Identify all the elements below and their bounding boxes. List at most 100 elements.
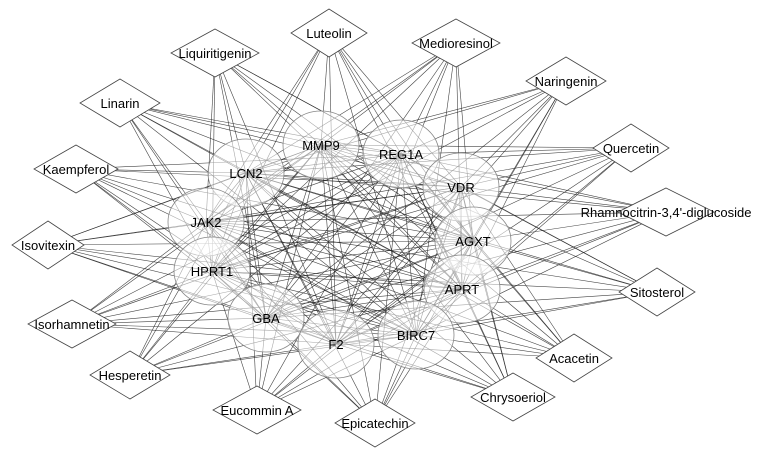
target-node: MMP9 [282, 110, 360, 180]
compound-node-label: Linarin [100, 96, 139, 111]
compound-node-shape [334, 398, 416, 448]
compound-node-shape [89, 350, 171, 400]
compound-node: Naringenin [525, 56, 607, 106]
edge [47, 244, 463, 290]
compound-node: Hesperetin [89, 350, 171, 400]
compound-node: Acacetin [535, 333, 613, 383]
target-node: LCN2 [207, 138, 285, 208]
compound-node-layer: LuteolinMedioresinolLiquiritigeninNaring… [11, 8, 752, 448]
target-node-shape [377, 300, 455, 370]
edge [211, 147, 632, 272]
target-node-label: JAK2 [190, 215, 221, 230]
edge [205, 221, 417, 336]
target-node: BIRC7 [377, 300, 455, 370]
edge [256, 153, 402, 411]
edge [119, 102, 463, 290]
compound-node-shape [33, 144, 119, 194]
compound-node-label: Medioresinol [419, 36, 493, 51]
edge [47, 240, 474, 246]
compound-node-label: Quercetin [603, 141, 659, 156]
target-node-label: BIRC7 [397, 328, 435, 343]
target-node-label: GBA [252, 311, 280, 326]
compound-node-label: Luteolin [306, 26, 352, 41]
compound-node-label: Isovitexin [21, 238, 75, 253]
edge [245, 172, 376, 424]
target-node-shape [282, 110, 360, 180]
target-node-label: LCN2 [229, 166, 262, 181]
compound-node: Epicatechin [334, 398, 416, 448]
target-node-label: REG1A [379, 147, 423, 162]
target-node-label: HPRT1 [191, 264, 233, 279]
compound-node: Rhamnocitrin-3,4'-diglucoside [581, 187, 752, 237]
compound-node-shape [290, 8, 368, 58]
target-node-label: AGXT [455, 234, 490, 249]
compound-node: Chrysoeriol [470, 372, 556, 422]
compound-node-label: Sitosterol [630, 285, 684, 300]
edge [256, 186, 462, 411]
target-node-label: F2 [328, 337, 343, 352]
compound-node: Kaempferol [33, 144, 119, 194]
edge [214, 52, 337, 345]
compound-node-shape [170, 28, 260, 78]
edge [211, 186, 462, 272]
compound-node-shape [212, 385, 302, 435]
edge [320, 80, 567, 146]
compound-node-label: Epicatechin [341, 416, 408, 431]
compound-node-shape [470, 372, 556, 422]
compound-node-shape [411, 18, 501, 68]
compound-node: Isovitexin [11, 220, 85, 270]
target-node: GBA [227, 283, 305, 353]
compound-node: Medioresinol [411, 18, 501, 68]
target-node-shape [297, 309, 375, 379]
target-node-label: MMP9 [302, 138, 340, 153]
edge [71, 240, 474, 325]
compound-node-shape [525, 56, 607, 106]
compound-node-shape [592, 123, 670, 173]
edge [374, 153, 402, 424]
compound-node: Liquiritigenin [170, 28, 260, 78]
edge [211, 240, 474, 272]
compound-node-label: Naringenin [535, 74, 598, 89]
compound-node-label: Kaempferol [43, 162, 110, 177]
target-node: REG1A [362, 119, 440, 189]
compound-node: Eucommin A [212, 385, 302, 435]
edge [119, 102, 417, 336]
edge [205, 211, 667, 223]
compound-node-shape [79, 78, 161, 128]
edge [245, 172, 463, 290]
edge [205, 221, 463, 290]
compound-node: Luteolin [290, 8, 368, 58]
edge [245, 172, 417, 336]
compound-node-shape [11, 220, 85, 270]
edge [265, 186, 462, 319]
edge [256, 144, 322, 411]
target-node-shape [423, 254, 501, 324]
target-node: F2 [297, 309, 375, 379]
compound-node-shape [617, 187, 715, 237]
compound-node-label: Hesperetin [99, 368, 162, 383]
compound-node: Sitosterol [618, 267, 696, 317]
edge [320, 144, 514, 398]
target-node-label: VDR [447, 180, 474, 195]
edge [205, 186, 462, 223]
compound-node-label: Isorhamnetin [34, 317, 109, 332]
edge [320, 144, 376, 424]
target-node: HPRT1 [173, 236, 251, 306]
target-node: APRT [423, 254, 501, 324]
compound-node-label: Rhamnocitrin-3,4'-diglucoside [581, 205, 752, 220]
edge [245, 42, 457, 174]
compound-node-shape [27, 299, 117, 349]
edge [211, 270, 463, 290]
target-node-shape [207, 138, 285, 208]
edge [71, 186, 462, 325]
edge [205, 221, 514, 398]
edge [75, 168, 417, 336]
target-node-shape [227, 283, 305, 353]
target-node: VDR [422, 152, 500, 222]
compound-node: Linarin [79, 78, 161, 128]
edge [119, 102, 474, 242]
edge [335, 42, 457, 345]
compound-node-label: Liquiritigenin [179, 46, 252, 61]
